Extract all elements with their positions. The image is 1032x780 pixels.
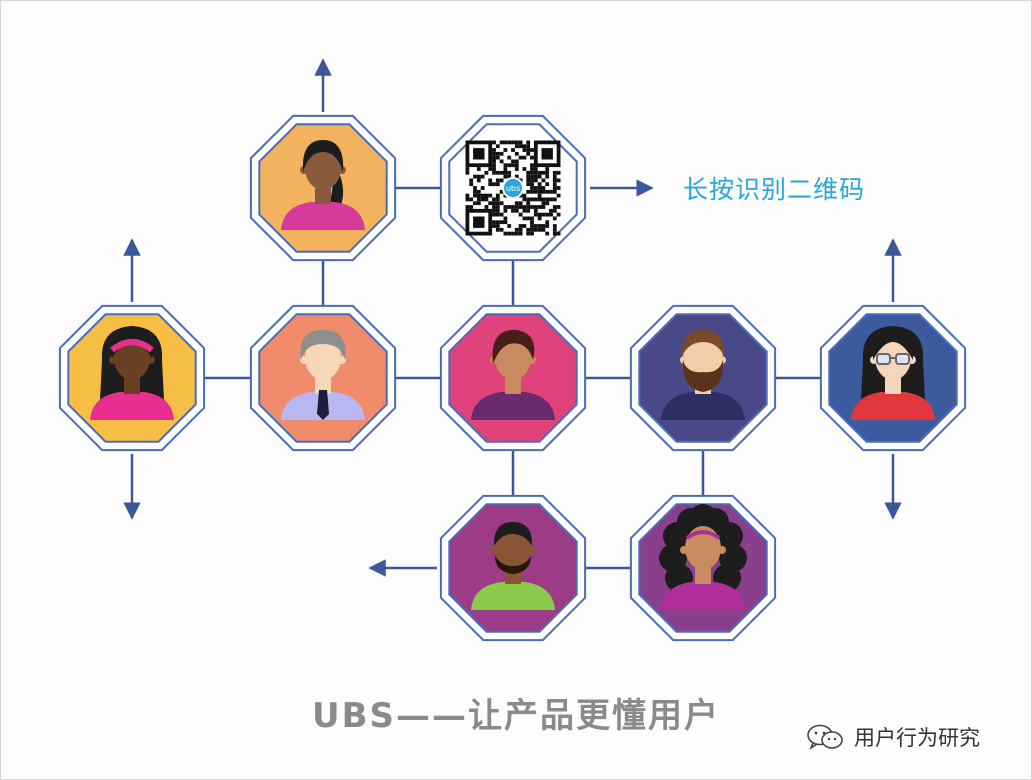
man-beard-avatar-icon — [661, 330, 745, 420]
avatar-figure — [661, 330, 745, 420]
wechat-watermark: 用户行为研究 — [806, 722, 980, 752]
woman-headband-avatar-icon — [90, 326, 174, 420]
qr-hint-text: 长按识别二维码 — [683, 175, 866, 204]
node-man-green-shirt — [439, 494, 587, 642]
direction-arrows — [123, 58, 902, 577]
avatar-figure — [471, 522, 555, 610]
avatar-figure — [659, 504, 747, 610]
avatar-figure — [471, 329, 555, 420]
qr-logo-badge — [504, 179, 522, 197]
avatar-figure — [851, 326, 935, 420]
avatar-figure — [90, 326, 174, 420]
qr-code-pattern: ubs — [465, 140, 561, 236]
octagon-nodes: ubs — [58, 114, 967, 642]
woman-glasses-avatar-icon — [851, 326, 935, 420]
woman-ponytail-avatar-icon — [281, 140, 365, 230]
avatar-figure — [281, 330, 365, 420]
node-woman-glasses — [819, 304, 967, 452]
avatar-figure — [281, 140, 365, 230]
slogan-title: UBS——让产品更懂用户 — [311, 696, 720, 736]
woman-short-hair-avatar-icon — [471, 329, 555, 420]
woman-curly-hair-avatar-icon — [659, 504, 747, 610]
node-man-beard — [629, 304, 777, 452]
node-woman-short-hair — [439, 304, 587, 452]
node-qr-code: ubs — [439, 114, 587, 262]
wechat-icon — [807, 724, 843, 751]
watermark-account-name: 用户行为研究 — [854, 726, 980, 750]
node-woman-headband — [58, 304, 206, 452]
qr-logo-text: ubs — [506, 184, 520, 193]
man-gray-hair-avatar-icon — [281, 330, 365, 420]
node-woman-curly-hair — [629, 494, 777, 642]
man-green-shirt-avatar-icon — [471, 522, 555, 610]
node-man-gray-hair — [249, 304, 397, 452]
qr-code-icon: ubs — [465, 140, 561, 236]
node-woman-ponytail — [249, 114, 397, 262]
